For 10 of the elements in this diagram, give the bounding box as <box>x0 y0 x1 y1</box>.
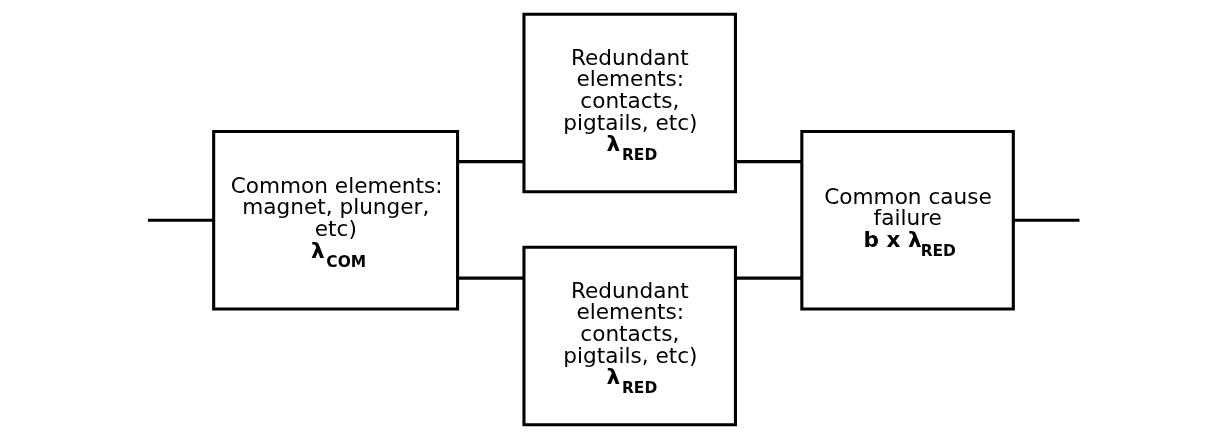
node-box: Redundant elements: contacts, pigtails, etc) λ$_{RED}$ <box>521 245 737 427</box>
connector <box>1013 218 1079 222</box>
connector <box>457 276 524 280</box>
connector <box>735 276 802 280</box>
connector <box>147 218 213 222</box>
connector <box>457 160 524 164</box>
node-box: Redundant elements: contacts, pigtails, etc) λ$_{RED}$ <box>521 12 737 194</box>
connector <box>735 160 802 164</box>
node-box: Common cause failure b x λ$_{RED}$ <box>799 129 1015 311</box>
node-box: Common elements: magnet, plunger, etc) λ$_{COM}$ <box>211 129 459 311</box>
